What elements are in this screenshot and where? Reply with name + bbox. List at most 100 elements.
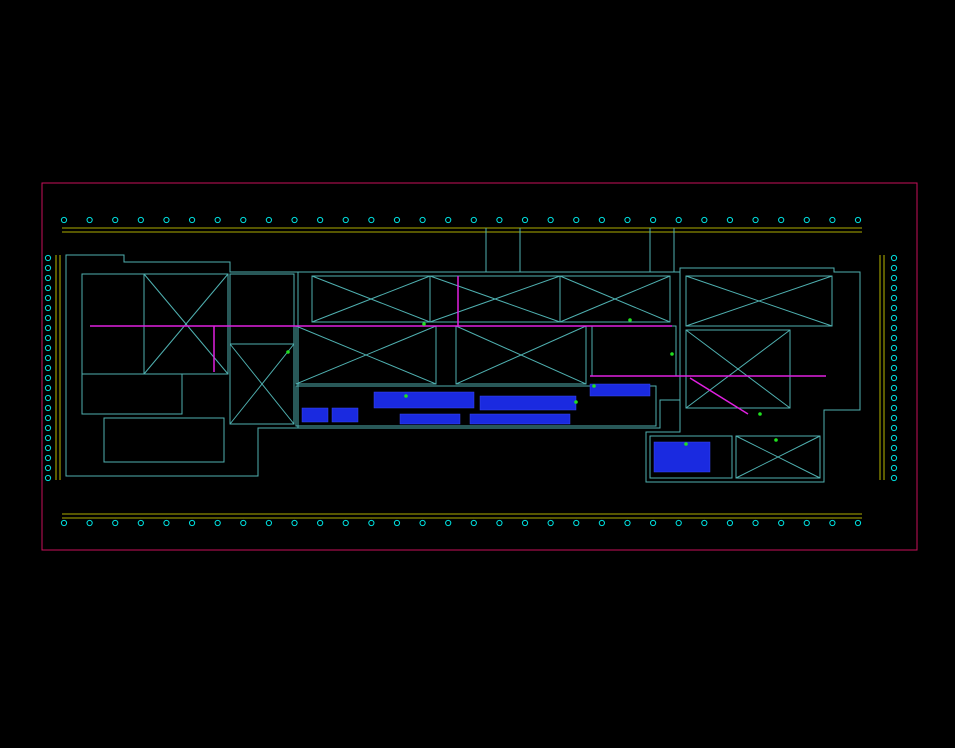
plumbing-fixtures	[301, 383, 711, 473]
grid-bubble-icon	[890, 394, 898, 402]
grid-bubble-icon	[890, 284, 898, 292]
grid-bubble-icon	[890, 254, 898, 262]
grid-bubble-icon	[60, 216, 68, 224]
grid-bubble-icon	[803, 519, 810, 527]
east-room-3	[649, 435, 733, 479]
pipe-riser-icon	[592, 384, 596, 388]
grid-bubble-icon	[521, 216, 529, 224]
fixture-block-3	[301, 407, 329, 423]
grid-bubble-icon	[44, 424, 52, 432]
grid-bubble-icon	[890, 464, 898, 472]
grid-bubble-icon	[44, 394, 52, 402]
grid-bubble-icon	[163, 519, 170, 527]
grid-bubble-icon	[890, 384, 898, 392]
grid-bubble-icon	[44, 284, 52, 292]
grid-bubble-icon	[829, 519, 836, 527]
grid-bubble-icon	[701, 216, 708, 224]
grid-bubble-icon	[86, 216, 93, 224]
grid-bubble-icon	[890, 334, 898, 342]
grid-bubble-icon	[470, 216, 477, 224]
grid-bubble-icon	[496, 216, 503, 224]
grid-bubble-icon	[44, 334, 52, 342]
north-protrusion	[485, 228, 675, 272]
pipe-riser-icon	[670, 352, 674, 356]
grid-bubble-icon	[393, 216, 401, 224]
grid-bubble-icon	[368, 216, 375, 224]
pipe-riser-icon	[774, 438, 778, 442]
grid-bubble-icon	[240, 519, 247, 527]
grid-bubble-icon	[44, 344, 52, 352]
east-room-4	[735, 435, 821, 479]
grid-bubble-icon	[112, 216, 119, 224]
grid-bubble-icon	[624, 519, 631, 527]
grid-bubble-icon	[265, 216, 273, 224]
grid-bubble-icon	[890, 264, 898, 272]
grid-bubble-icon	[368, 519, 375, 527]
grid-bubble-icon	[317, 519, 324, 527]
grid-bubble-icon	[86, 519, 93, 527]
grid-bubble-icon	[890, 274, 898, 282]
west-room-4	[229, 343, 295, 425]
grid-bubble-icon	[598, 519, 605, 527]
grid-bubble-icon	[547, 216, 554, 224]
grid-bubble-icon	[701, 519, 708, 527]
grid-bubble-icon	[214, 519, 221, 527]
grid-bubble-icon	[44, 274, 52, 282]
pipe-riser-icon	[286, 350, 290, 354]
pipe-riser-icon	[684, 442, 688, 446]
grid-bubble-icon	[752, 216, 759, 224]
grid-bubble-icon	[44, 454, 52, 462]
west-x-4	[229, 343, 295, 425]
drawing-frame	[41, 182, 918, 551]
grid-bubble-icon	[649, 216, 657, 224]
fixture-block-4	[331, 407, 359, 423]
grid-bubble-icon	[649, 519, 657, 527]
grid-bubble-icon	[44, 374, 52, 382]
grid-bubble-icon	[44, 254, 52, 262]
grid-bubble-icon	[890, 354, 898, 362]
grid-bubble-icon	[265, 519, 273, 527]
grid-bubble-icon	[291, 216, 298, 224]
grid-bubble-icon	[188, 519, 196, 527]
branch-pipe-3	[689, 377, 749, 415]
grid-bubble-icon	[890, 374, 898, 382]
toilet-strip	[295, 385, 657, 427]
grid-bubble-icon	[44, 464, 52, 472]
east-x-2	[685, 275, 833, 327]
central-x-4	[429, 275, 561, 323]
grid-bubble-icon	[44, 264, 52, 272]
grid-bubble-icon	[445, 519, 452, 527]
grid-bubble-icon	[291, 519, 298, 527]
grid-bubble-icon	[44, 444, 52, 452]
grid-bubble-icon	[890, 344, 898, 352]
grid-bubble-icon	[890, 474, 898, 482]
grid-bubble-icon	[890, 314, 898, 322]
grid-bubble-icon	[44, 304, 52, 312]
grid-bubble-icon	[778, 519, 785, 527]
pipe-riser-icon	[404, 394, 408, 398]
fixture-block-7	[589, 383, 651, 397]
grid-bubble-icon	[890, 324, 898, 332]
pipe-riser-icon	[422, 322, 426, 326]
grid-bubble-icon	[44, 354, 52, 362]
east-x-6	[735, 435, 821, 479]
fixture-block-1	[373, 391, 475, 409]
grid-bubble-icon	[419, 216, 426, 224]
grid-bubble-icon	[890, 414, 898, 422]
grid-bubble-icon	[890, 404, 898, 412]
grid-bubble-icon	[890, 294, 898, 302]
grid-bubble-icon	[803, 216, 810, 224]
central-x-2	[311, 275, 431, 323]
grid-bubble-icon	[419, 519, 426, 527]
central-room-3	[559, 275, 671, 323]
axis-grid	[55, 227, 885, 519]
west-room-6	[81, 373, 183, 415]
grid-bubble-icon	[317, 216, 324, 224]
top-grid-bubbles	[60, 216, 862, 224]
left-grid-bubbles	[44, 254, 52, 482]
pipe-riser-icon	[758, 412, 762, 416]
grid-bubble-icon	[890, 454, 898, 462]
grid-bubble-icon	[890, 424, 898, 432]
grid-bubble-icon	[624, 216, 631, 224]
